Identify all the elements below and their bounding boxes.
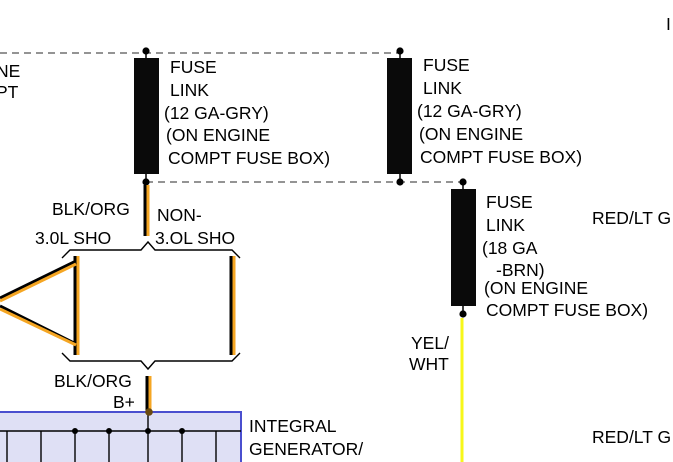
fuse-link-3: [451, 178, 476, 318]
fuse-link-3-label: FUSE LINK (18 GA -BRN) (ON ENGINE COMPT …: [482, 192, 648, 320]
terminal-dot: [145, 428, 151, 434]
red-lt-label-top: RED/LT G: [592, 208, 671, 228]
fuse-link-3-line1: FUSE: [486, 192, 533, 212]
generator-terminals: [6, 412, 217, 462]
blk-org-label-top: BLK/ORG: [52, 199, 130, 219]
b-plus-node: [145, 408, 153, 416]
top-right-cut-text: I: [666, 14, 671, 34]
sho-30l-label: 3.0L SHO: [35, 228, 111, 248]
generator-label-line1: INTEGRAL: [249, 416, 337, 436]
fuse-link-2-body: [387, 58, 412, 174]
integral-generator: [0, 408, 242, 462]
fuse-link-3-body: [451, 189, 476, 306]
fuse-link-2-line2: LINK: [423, 78, 462, 98]
upper-option-brace: [61, 240, 241, 259]
fuse-link-1-line3: (12 GA-GRY): [164, 103, 269, 123]
fuse-link-2-line5: COMPT FUSE BOX): [420, 147, 582, 167]
fuse-link-1-line1: FUSE: [170, 57, 217, 77]
fuse-link-3-top-node: [459, 178, 467, 186]
blk-org-wire-bottom: [145, 376, 152, 412]
b-plus-label: B+: [113, 392, 135, 412]
fuse-link-1-top-node: [142, 47, 150, 55]
non-sho-label: 3.OL SHO: [155, 228, 235, 248]
yel-wht-label-line2: WHT: [409, 354, 449, 374]
generator-body: [0, 411, 242, 462]
fuse-link-2-line1: FUSE: [423, 55, 470, 75]
fuse-link-1-line2: LINK: [170, 80, 209, 100]
fuse-link-2-bottom-node: [396, 178, 404, 186]
blk-org-wire-top: [143, 185, 150, 236]
fuse-link-1: [134, 47, 159, 186]
fuse-link-1-label: FUSE LINK (12 GA-GRY) (ON ENGINE COMPT F…: [164, 57, 330, 168]
fuse-link-2-top-node: [396, 47, 404, 55]
generator-label-line2: GENERATOR/: [249, 439, 363, 459]
fuse-link-3-line5: (ON ENGINE: [484, 278, 588, 298]
left-cut-text-1: NE: [0, 61, 20, 81]
fuse-link-1-bottom-node: [142, 178, 150, 186]
non-label: NON-: [157, 205, 202, 225]
red-lt-label-bottom: RED/LT G: [592, 427, 671, 447]
fuse-link-3-line2: LINK: [486, 215, 525, 235]
fuse-link-3-bottom-node: [459, 310, 467, 318]
fuse-link-1-line4: (ON ENGINE: [166, 125, 270, 145]
terminal-dot: [106, 428, 112, 434]
fuse-link-2-line4: (ON ENGINE: [419, 124, 523, 144]
harness-dashed-outline: [0, 52, 462, 183]
fuse-link-2-line3: (12 GA-GRY): [417, 101, 522, 121]
fuse-link-3-line3: (18 GA: [482, 238, 538, 258]
lower-option-brace: [61, 352, 241, 371]
fuse-link-2-label: FUSE LINK (12 GA-GRY) (ON ENGINE COMPT F…: [417, 55, 582, 167]
fuse-link-3-line4: -BRN): [496, 260, 545, 280]
fuse-link-1-body: [134, 58, 159, 174]
blk-org-label-bottom: BLK/ORG: [54, 371, 132, 391]
terminal-dot: [72, 428, 78, 434]
sho-option-wires: [0, 256, 236, 355]
fuse-link-1-line5: COMPT FUSE BOX): [168, 148, 330, 168]
terminal-dot: [179, 428, 185, 434]
fuse-link-2: [387, 47, 412, 186]
fuse-link-3-line6: COMPT FUSE BOX): [486, 300, 648, 320]
yel-wht-label-line1: YEL/: [411, 333, 449, 353]
left-cut-text-2: PT: [0, 82, 19, 102]
